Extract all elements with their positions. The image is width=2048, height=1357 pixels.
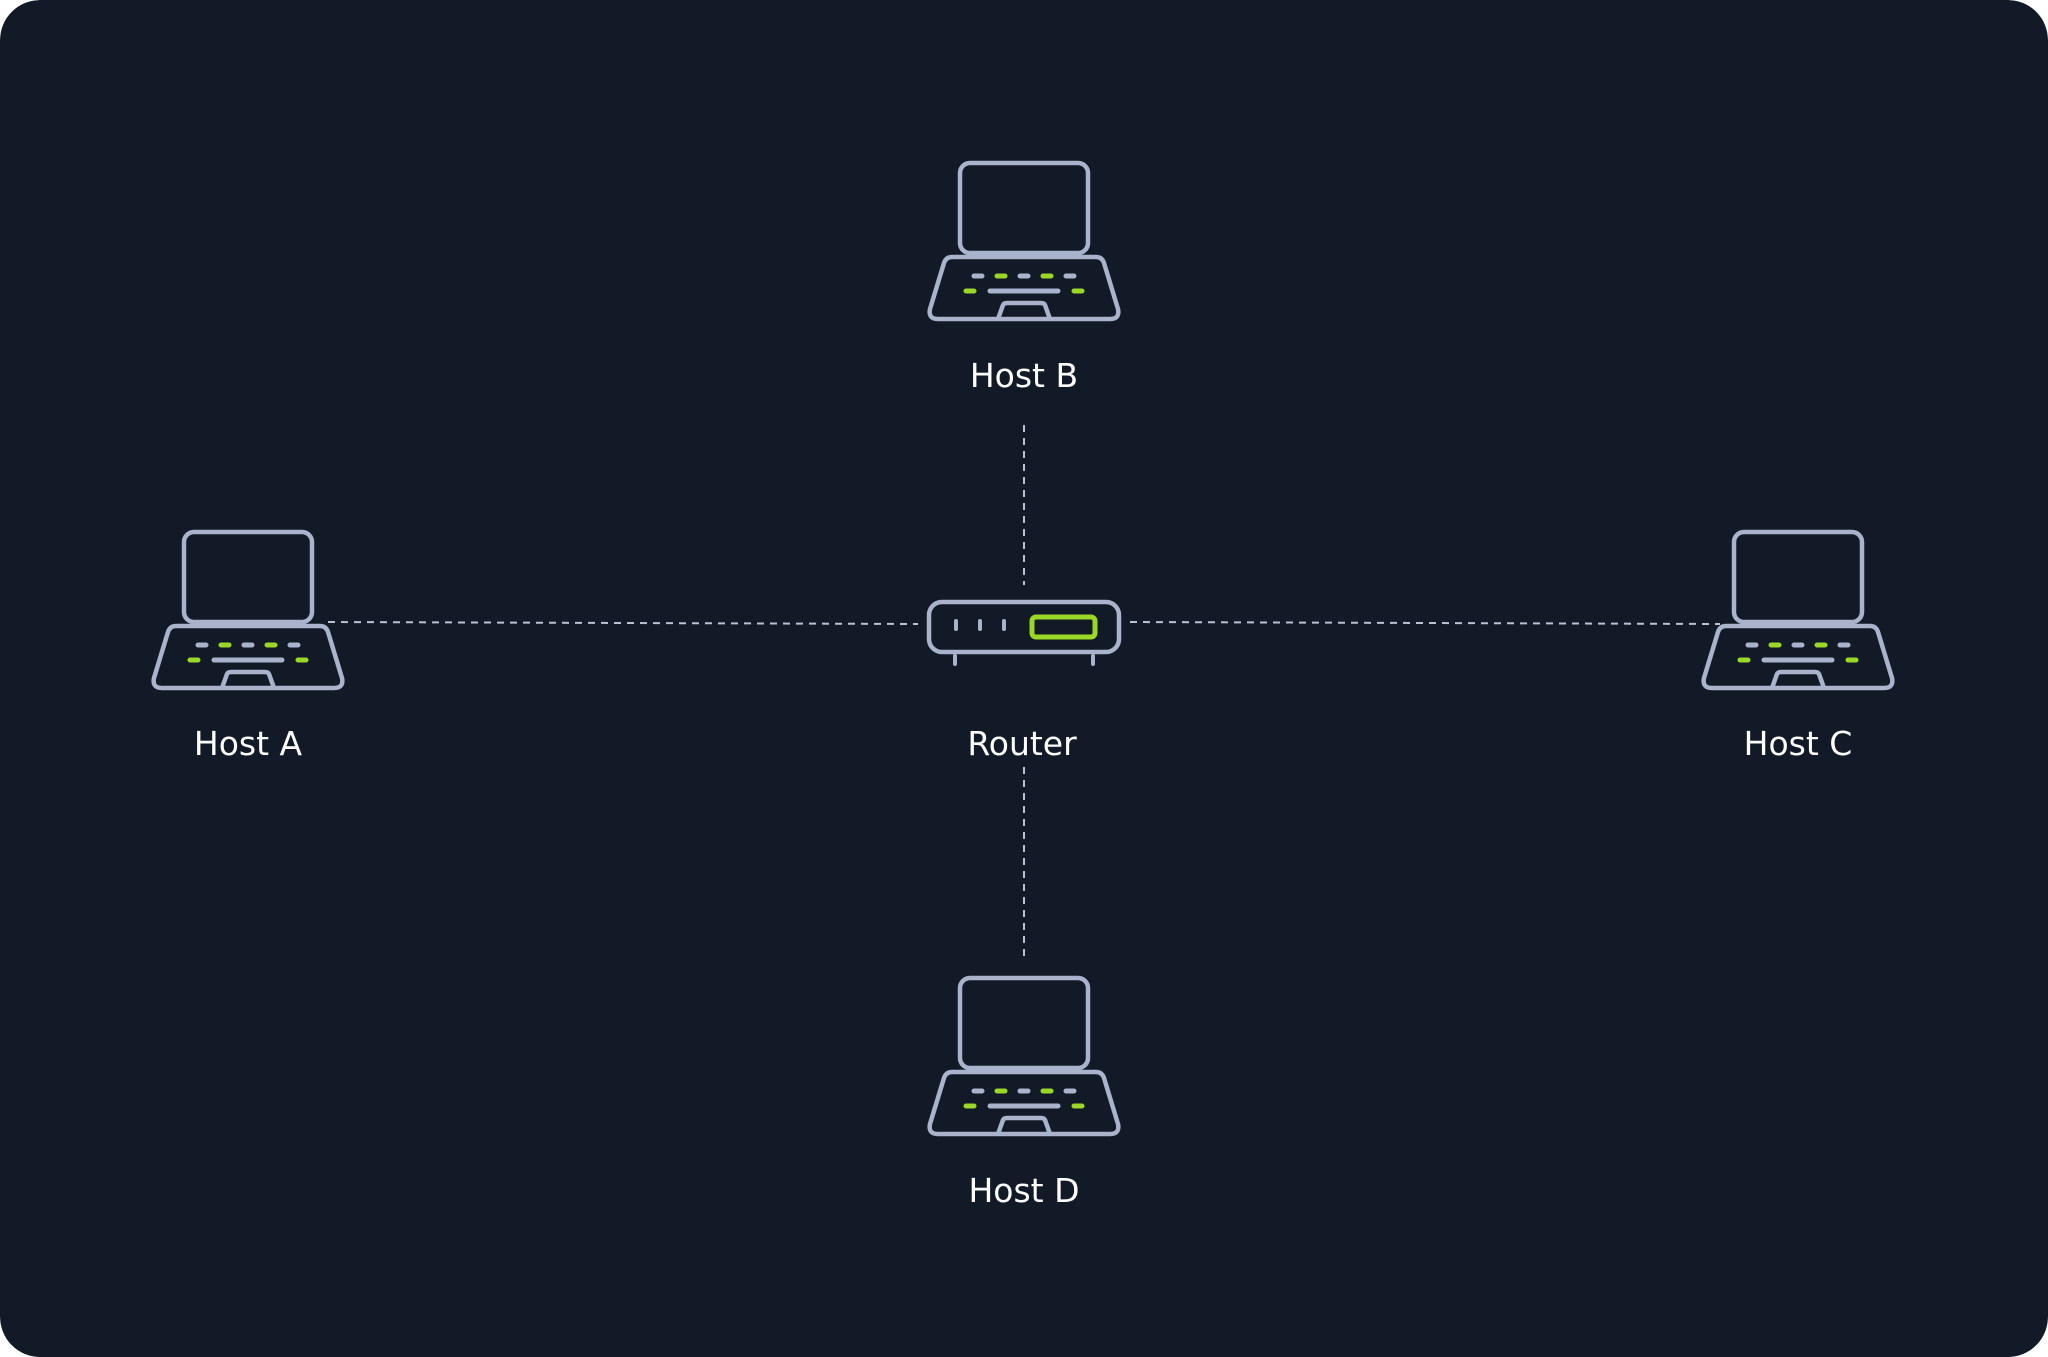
host-d-label: Host D bbox=[968, 1171, 1079, 1210]
network-links bbox=[327, 425, 1721, 960]
host-b-label: Host B bbox=[970, 356, 1078, 395]
host-c-label: Host C bbox=[1744, 724, 1853, 763]
router-icon bbox=[926, 599, 1122, 666]
host-a-node[interactable]: Host A bbox=[154, 532, 343, 763]
host-b-node[interactable]: Host B bbox=[930, 163, 1119, 395]
host-a-label: Host A bbox=[194, 724, 303, 763]
router-label: Router bbox=[967, 724, 1077, 763]
host-c-node[interactable]: Host C bbox=[1704, 532, 1893, 763]
host-d-node[interactable]: Host D bbox=[930, 978, 1119, 1210]
router-node[interactable]: Router bbox=[926, 599, 1122, 763]
